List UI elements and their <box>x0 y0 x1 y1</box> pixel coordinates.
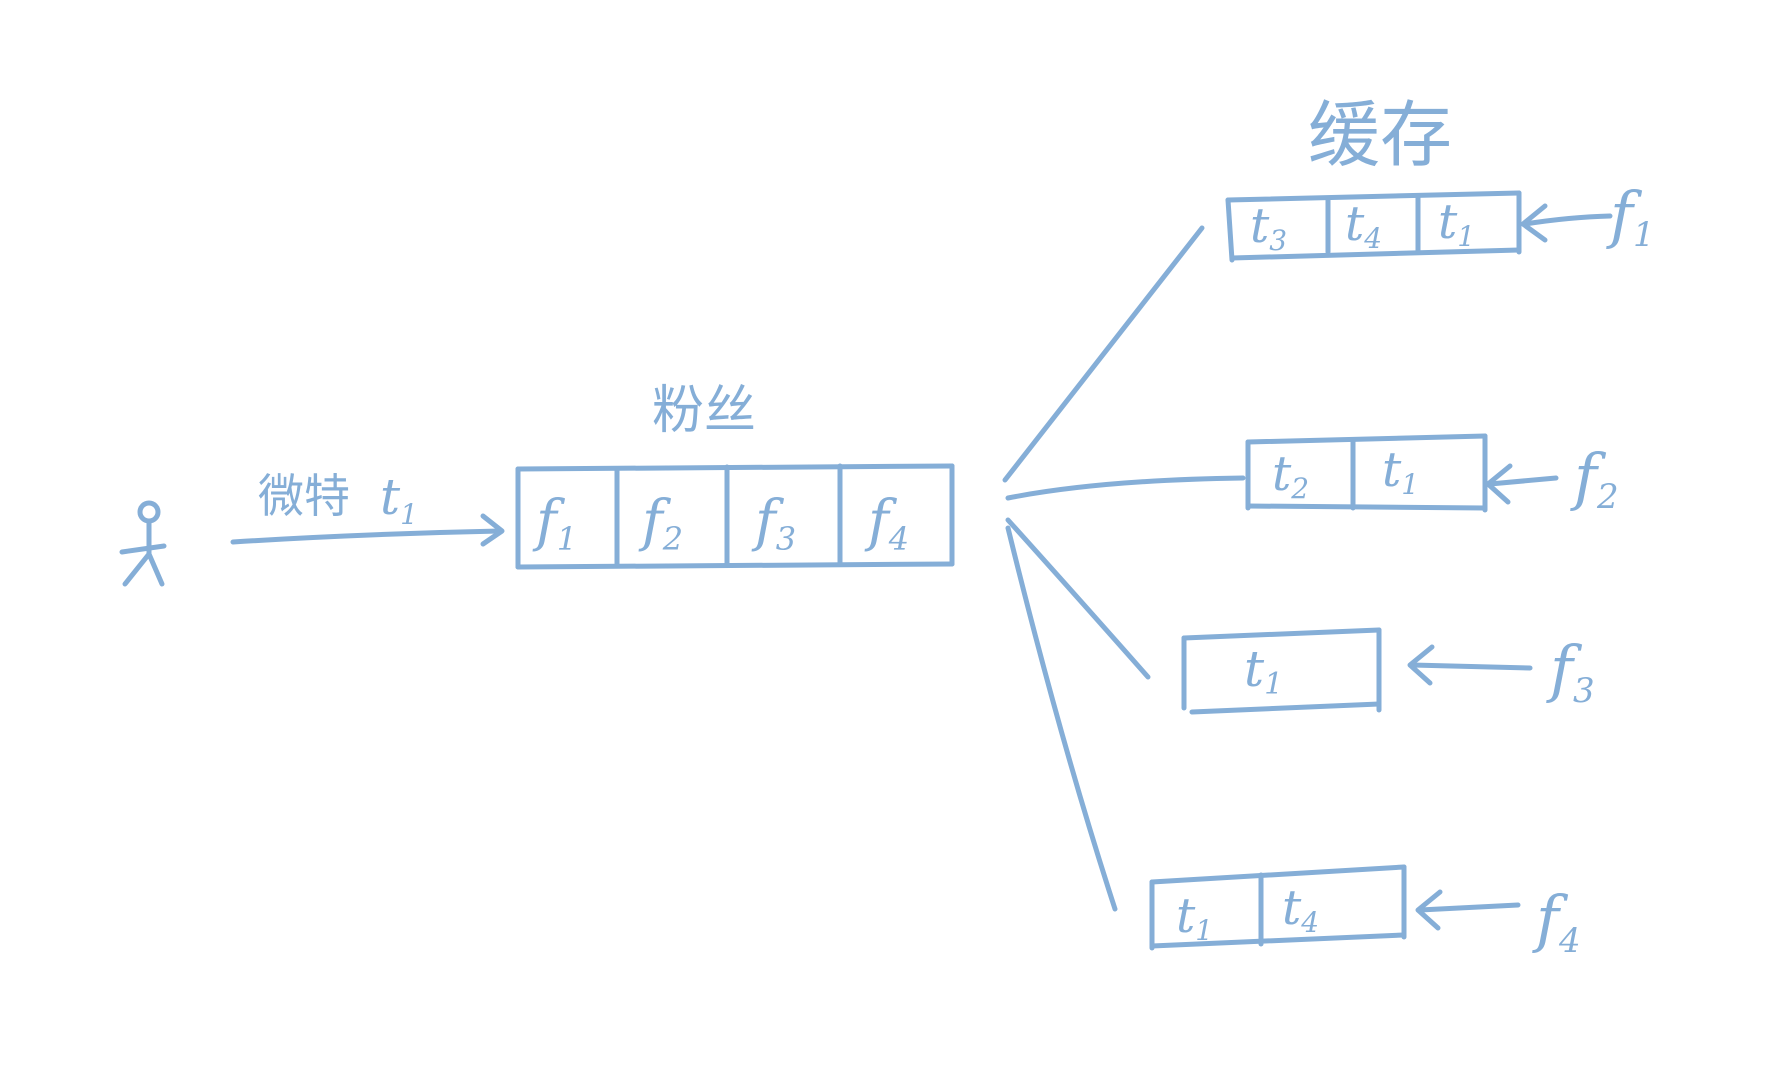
reader-arrow-head-4-icon <box>1415 889 1443 931</box>
reader-arrow-2 <box>1487 475 1559 487</box>
sender-tweet-label: t1 <box>380 468 418 531</box>
cache-queue-box-4 <box>1149 864 1407 951</box>
cache-queue-box-2 <box>1245 433 1488 513</box>
user-stick-figure-icon <box>119 500 167 587</box>
fan-cell-4: f4 <box>864 489 909 558</box>
queue-2-reader: f2 <box>1570 440 1619 517</box>
reader-arrow-head-3-icon <box>1407 644 1435 686</box>
publish-arrow-head-icon <box>480 513 505 547</box>
queue-4-item-1: t1 <box>1176 888 1213 947</box>
reader-arrow-4 <box>1417 902 1521 913</box>
reader-arrow-1 <box>1522 213 1613 227</box>
queue-4-reader: f4 <box>1532 882 1581 961</box>
queue-1-item-3: t1 <box>1438 194 1475 253</box>
queue-4-item-2: t4 <box>1282 880 1319 939</box>
fanout-line-3 <box>1005 517 1151 680</box>
fanout-line-4 <box>1005 525 1118 912</box>
fan-cell-1: f1 <box>532 489 577 558</box>
fanout-line-2 <box>1005 475 1246 501</box>
queue-3-item-1: t1 <box>1244 640 1283 702</box>
cache-queue-box-1 <box>1225 190 1522 263</box>
sender-label: 微特 <box>258 469 350 523</box>
queue-1-item-1: t3 <box>1250 198 1287 257</box>
reader-arrow-head-1-icon <box>1520 203 1548 243</box>
queue-2-item-2: t1 <box>1382 442 1419 501</box>
queue-2-item-1: t2 <box>1272 446 1309 505</box>
publish-arrow <box>230 528 503 545</box>
queue-1-item-2: t4 <box>1345 196 1382 255</box>
fans-title: 粉丝 <box>652 381 756 441</box>
fan-cell-2: f2 <box>638 489 683 558</box>
reader-arrow-head-2-icon <box>1485 463 1513 505</box>
cache-queue-box-3 <box>1181 627 1382 715</box>
cache-title: 缓存 <box>1308 93 1452 177</box>
queue-1-reader: f1 <box>1606 178 1655 255</box>
fan-cell-3: f3 <box>751 489 796 558</box>
reader-arrow-3 <box>1409 662 1533 671</box>
fans-list-box <box>515 463 955 570</box>
queue-3-reader: f3 <box>1546 632 1595 711</box>
fanout-line-1 <box>1002 225 1205 483</box>
